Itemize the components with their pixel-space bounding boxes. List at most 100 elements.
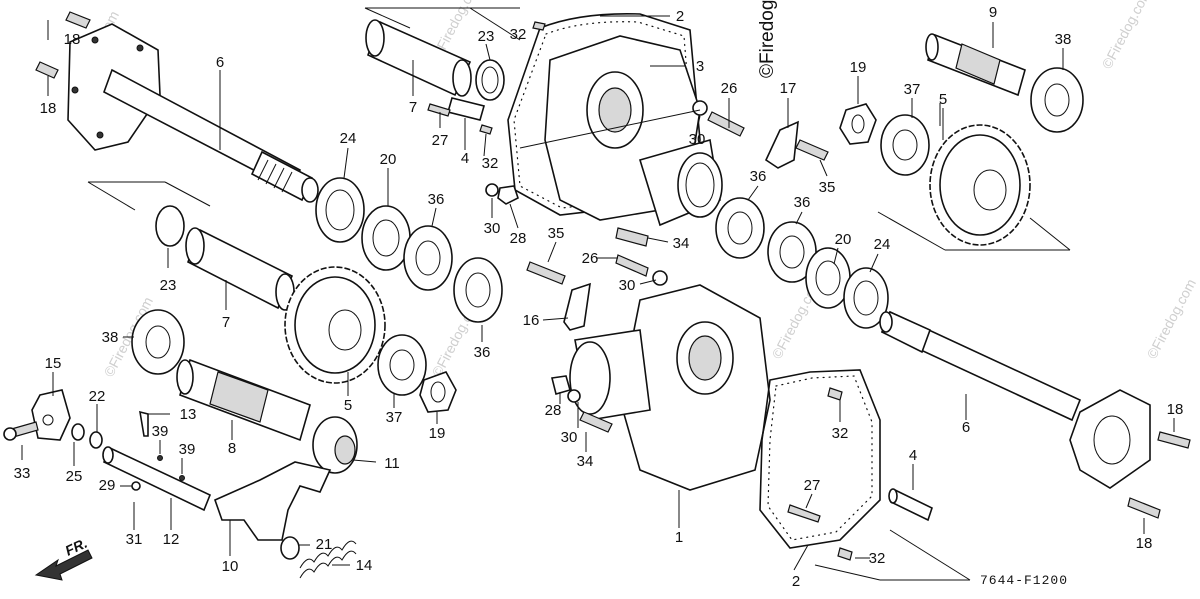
callout-label: 12 <box>163 531 180 548</box>
callout-label: 23 <box>160 277 177 294</box>
bolt <box>579 411 613 433</box>
callout-label: 14 <box>356 557 373 574</box>
callout-label: 13 <box>180 406 197 423</box>
callout-label: 29 <box>99 477 116 494</box>
callout-label: 8 <box>228 440 236 457</box>
callout-labels: 18 18 6 7 23 32 2 3 9 38 26 17 19 37 5 2… <box>14 4 1184 590</box>
callout-label: 30 <box>689 131 706 148</box>
ball-bearing-36-a <box>403 225 453 291</box>
axle-shaft-left <box>67 23 319 203</box>
bracket <box>764 120 799 169</box>
shift-fork <box>214 461 332 541</box>
detent-block <box>31 389 71 441</box>
callout-label: 18 <box>64 31 81 48</box>
callout-label: 6 <box>216 54 224 71</box>
transmission-case-upper <box>544 35 723 227</box>
callout-label: 30 <box>561 429 578 446</box>
callout-label: 30 <box>484 220 501 237</box>
callout-label: 15 <box>45 355 62 372</box>
bearing-37-left <box>377 334 427 396</box>
seal-ring <box>280 536 300 560</box>
shift-shaft <box>102 446 212 512</box>
bolt <box>795 139 829 161</box>
bolt <box>707 111 745 137</box>
callout-label: 3 <box>696 58 704 75</box>
callout-label: 4 <box>461 150 469 167</box>
copyright-text: ©Firedog.com <box>757 0 778 78</box>
callout-label: 36 <box>428 191 445 208</box>
front-direction-arrow: FR. <box>34 535 93 581</box>
gasket-lower <box>759 369 881 549</box>
clutch-20-right <box>805 247 851 309</box>
countershaft-left <box>176 358 311 442</box>
callout-label: 19 <box>850 59 867 76</box>
callout-label: 11 <box>384 455 400 472</box>
callout-label: 36 <box>794 194 811 211</box>
callout-label: 34 <box>577 453 594 470</box>
callout-label: 37 <box>386 409 403 426</box>
dowel-pin <box>447 97 485 121</box>
countershaft-right <box>925 33 1026 97</box>
dog-clutch <box>312 416 358 474</box>
bolt <box>526 261 566 285</box>
callout-label: 37 <box>904 81 921 98</box>
callout-label: 19 <box>429 425 446 442</box>
bolt <box>3 421 39 441</box>
washer <box>652 270 668 286</box>
bearing-24-right <box>843 267 889 329</box>
callout-label: 24 <box>874 236 891 253</box>
dowel <box>837 547 853 561</box>
watermark: ©Firedog.com <box>1099 0 1154 71</box>
bracket <box>563 282 591 331</box>
bolt <box>427 103 451 117</box>
callout-label: 6 <box>962 419 970 436</box>
callout-label: 18 <box>40 100 57 117</box>
bearing-38-left <box>131 309 185 375</box>
axle-shaft-right <box>879 310 1151 489</box>
spur-gear-left <box>284 266 386 384</box>
callout-label: 27 <box>432 132 449 149</box>
callout-label: 32 <box>832 425 849 442</box>
thrust-washer <box>155 205 185 247</box>
callout-label: 32 <box>869 550 886 567</box>
callout-label: 25 <box>66 468 83 485</box>
callout-label: 9 <box>989 4 997 21</box>
pin <box>139 410 149 437</box>
callout-label: 4 <box>909 447 917 464</box>
callout-label: 26 <box>721 80 738 97</box>
callout-label: 21 <box>316 536 333 553</box>
callout-label: 20 <box>835 231 852 248</box>
ball <box>157 455 163 461</box>
spacer-sleeve <box>185 227 295 311</box>
dowel-pin <box>888 488 933 522</box>
dowel <box>532 21 546 31</box>
callout-label: 28 <box>510 230 527 247</box>
diagram-code: 7644-F1200 <box>980 573 1068 588</box>
ball-bearing-36-b <box>453 257 503 323</box>
callout-label: 28 <box>545 402 562 419</box>
callout-label: 32 <box>510 26 527 43</box>
nut <box>551 375 571 395</box>
bolt <box>615 254 649 277</box>
callout-label: 2 <box>792 573 800 590</box>
spur-gear-right <box>929 124 1031 246</box>
callout-label: 18 <box>1136 535 1153 552</box>
callout-label: 32 <box>482 155 499 172</box>
bearing-37-right <box>880 114 930 176</box>
wheel-stud <box>35 11 91 79</box>
callout-label: 31 <box>126 531 143 548</box>
dowel <box>827 387 843 401</box>
callout-label: 36 <box>474 344 491 361</box>
callout-label: 35 <box>548 225 565 242</box>
callout-label: 26 <box>582 250 599 267</box>
lock-nut-left <box>419 371 457 413</box>
callout-label: 7 <box>222 314 230 331</box>
dowel <box>479 124 493 135</box>
clutch-20-top <box>361 205 411 271</box>
callout-label: 33 <box>14 465 31 482</box>
ball <box>179 475 185 481</box>
leader-lines <box>21 15 1175 571</box>
callout-label: 38 <box>1055 31 1072 48</box>
callout-label: 35 <box>819 179 836 196</box>
